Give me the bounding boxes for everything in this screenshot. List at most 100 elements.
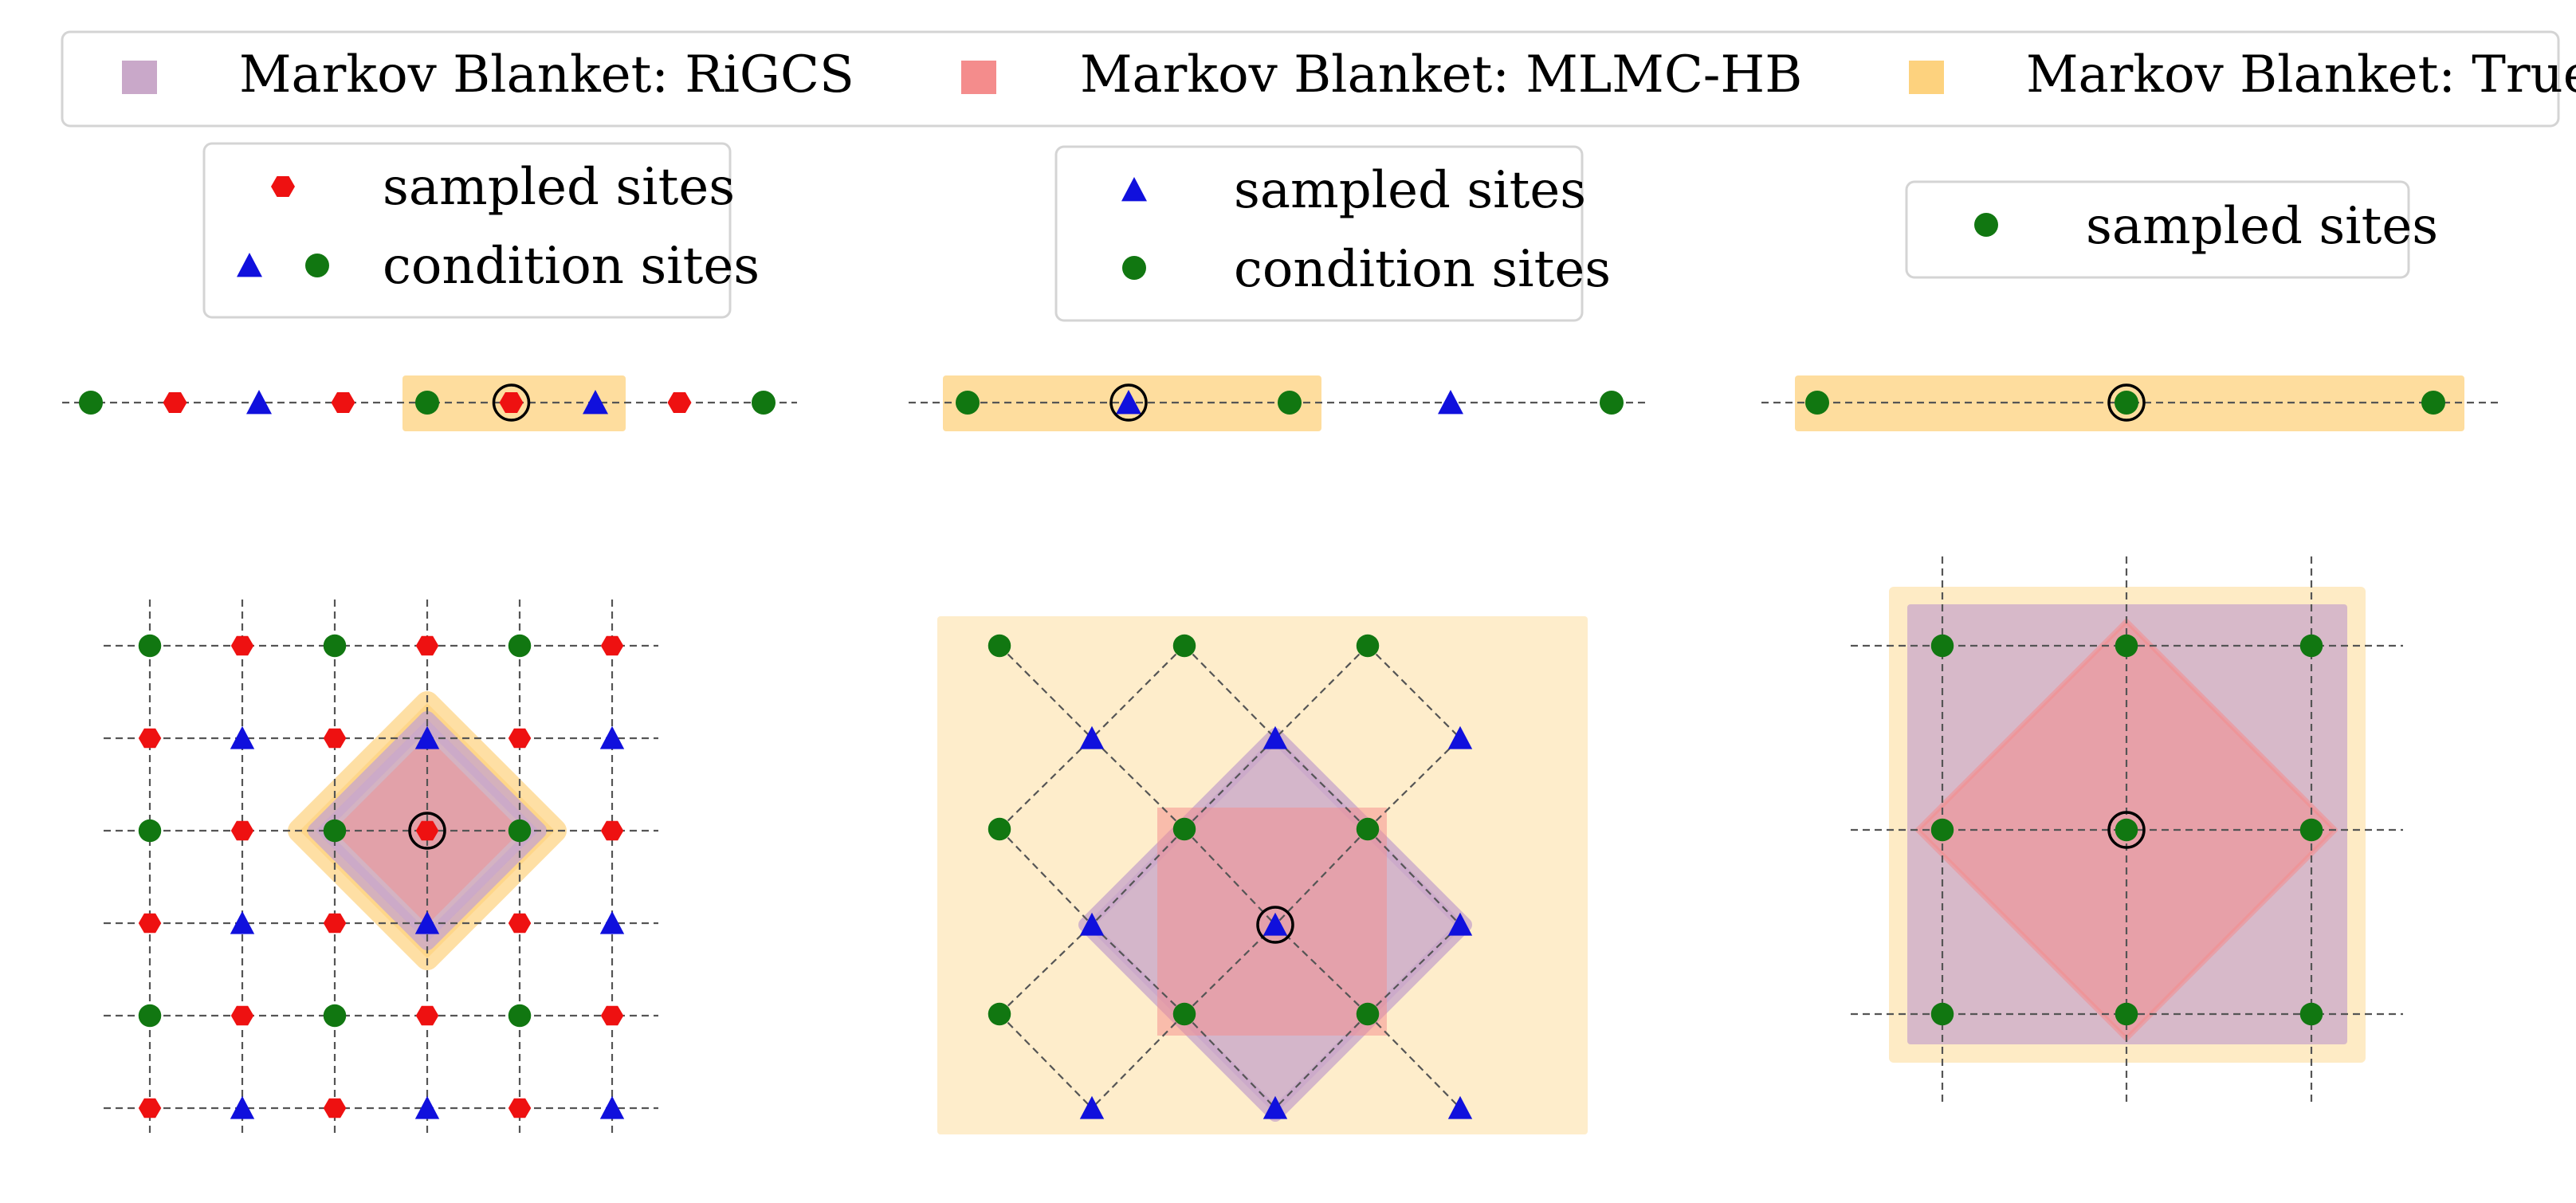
lattice-site (323, 728, 347, 749)
lattice-site (988, 634, 1011, 658)
lattice-site (599, 725, 625, 749)
lattice-site (508, 913, 532, 934)
panel-2-legend: sampled sites condition sites (1054, 145, 1611, 322)
chain-site (1116, 390, 1141, 415)
green-circle-icon (1974, 213, 1998, 237)
lattice-edge (1091, 737, 1185, 830)
green-circle-icon (305, 254, 329, 277)
chain-site (79, 391, 103, 415)
lattice-site (1172, 1002, 1196, 1026)
panel-3-lattice (1851, 556, 2403, 1107)
chain-site (1600, 391, 1624, 415)
lattice-site (1172, 817, 1196, 841)
chain-site (2421, 391, 2445, 415)
chain-site (1278, 391, 1302, 415)
lattice-edge (999, 828, 1093, 926)
lattice-edge (1274, 645, 1368, 739)
red-hexagon-icon (271, 176, 295, 197)
legend-label-true: Markov Blanket: True (2026, 45, 2576, 104)
lattice-site (323, 1004, 347, 1028)
global-legend-frame (61, 30, 2560, 128)
lattice-edge (1091, 645, 1185, 739)
lattice-edge (1184, 737, 1276, 830)
lattice-site (599, 1095, 625, 1119)
lattice-site (1930, 1002, 1954, 1026)
lattice-edge (1367, 924, 1461, 1015)
lattice-site (138, 1098, 162, 1118)
lattice-edge (1091, 924, 1185, 1015)
lattice-edge (1274, 1013, 1368, 1109)
chain-site (2115, 391, 2138, 415)
lattice-site (138, 1004, 162, 1028)
legend-label-mlmc-hb: Markov Blanket: MLMC-HB (1080, 45, 1802, 104)
chain-site (499, 392, 524, 413)
lattice-site (1447, 1095, 1473, 1119)
panel-3-legend: sampled sites (1905, 180, 2438, 279)
red-hexagon-icon (271, 176, 295, 197)
lattice-site (138, 913, 162, 934)
lattice-site (323, 819, 347, 843)
lattice-site (414, 1095, 440, 1119)
lattice-site (414, 910, 440, 934)
panel-1-legend-frame (202, 142, 732, 319)
lattice-edge (1274, 924, 1368, 1015)
lattice-site (1172, 634, 1196, 658)
lattice-site (230, 910, 255, 934)
target-site-ring (492, 383, 531, 422)
lattice-site (230, 820, 254, 841)
lattice-site (599, 910, 625, 934)
lattice-edge (1184, 1013, 1276, 1109)
lattice-site (1356, 1002, 1380, 1026)
lattice-site (415, 820, 439, 841)
lattice-site (508, 634, 532, 658)
lattice-edge (999, 737, 1093, 830)
lattice-site (2115, 818, 2138, 842)
lattice-site (1356, 634, 1380, 658)
lattice-site (2299, 1002, 2323, 1026)
chain-site (1438, 390, 1463, 415)
lattice-edge (1367, 645, 1461, 739)
panel-1-lattice (104, 600, 658, 1134)
lattice-site (138, 728, 162, 749)
lattice-edge (1091, 828, 1185, 926)
chain-site (956, 391, 980, 415)
panel-2-legend-frame (1054, 145, 1584, 322)
lattice-edge (1274, 828, 1368, 926)
lattice-site (1079, 1095, 1105, 1119)
lattice-site (600, 1005, 624, 1026)
blue-triangle-icon (237, 253, 262, 277)
chain-site (246, 390, 272, 415)
lattice-site (230, 635, 254, 656)
panel-2-lattice (937, 616, 1588, 1134)
chain-site (752, 391, 776, 415)
global-legend: Markov Blanket: RiGCS Markov Blanket: ML… (61, 30, 2576, 128)
lattice-edge (999, 1013, 1093, 1109)
lattice-edge (1184, 645, 1276, 739)
lattice-edge (1367, 1013, 1461, 1109)
lattice-site (2115, 1002, 2138, 1026)
panel-2-legend-label-sampled: sampled sites (1234, 161, 1586, 220)
lattice-site (323, 1098, 347, 1118)
panel-1-legend-label-condition: condition sites (383, 237, 760, 296)
lattice-site (1356, 817, 1380, 841)
lattice-site (1262, 725, 1288, 749)
lattice-site (508, 728, 532, 749)
lattice-edge (999, 645, 1093, 739)
target-site-ring (408, 812, 446, 850)
lattice-site (414, 725, 440, 749)
green-circle-icon (1974, 213, 1998, 237)
lattice-edge (1367, 828, 1461, 926)
green-circle-icon (1122, 256, 1146, 280)
lattice-site (2299, 634, 2323, 658)
lattice-site (323, 913, 347, 934)
lattice-site (1262, 912, 1288, 936)
lattice-site (2299, 818, 2323, 842)
lattice-site (508, 1004, 532, 1028)
lattice-edge (1274, 737, 1368, 830)
legend-swatch-true (1909, 61, 1944, 94)
legend-swatch-mlmc-hb (961, 61, 996, 94)
lattice-site (508, 819, 532, 843)
chain-site (583, 390, 608, 415)
panel-3-chain (1761, 375, 2499, 431)
